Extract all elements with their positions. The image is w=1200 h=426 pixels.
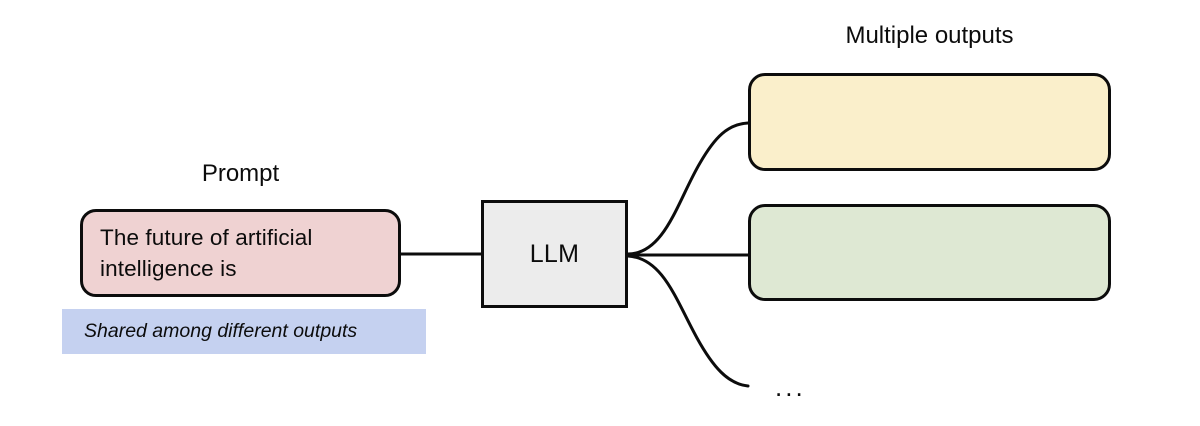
connector-llm-to-output-1 (626, 121, 750, 256)
output-box-1 (748, 73, 1111, 171)
multiple-outputs-caption: Multiple outputs (845, 22, 1014, 49)
prompt-box: The future of artificial intelligence is (80, 209, 401, 297)
output-box-2 (748, 204, 1111, 301)
llm-box: LLM (481, 200, 628, 308)
llm-box-label: LLM (529, 239, 580, 268)
ellipsis-more-outputs: ... (775, 372, 806, 402)
prompt-caption: Prompt (201, 160, 280, 187)
connector-llm-to-ellipsis (626, 254, 750, 388)
prompt-box-text: The future of artificial intelligence is (100, 225, 313, 281)
shared-among-outputs-text: Shared among different outputs (84, 320, 358, 342)
shared-among-outputs-banner: Shared among different outputs (62, 309, 426, 354)
